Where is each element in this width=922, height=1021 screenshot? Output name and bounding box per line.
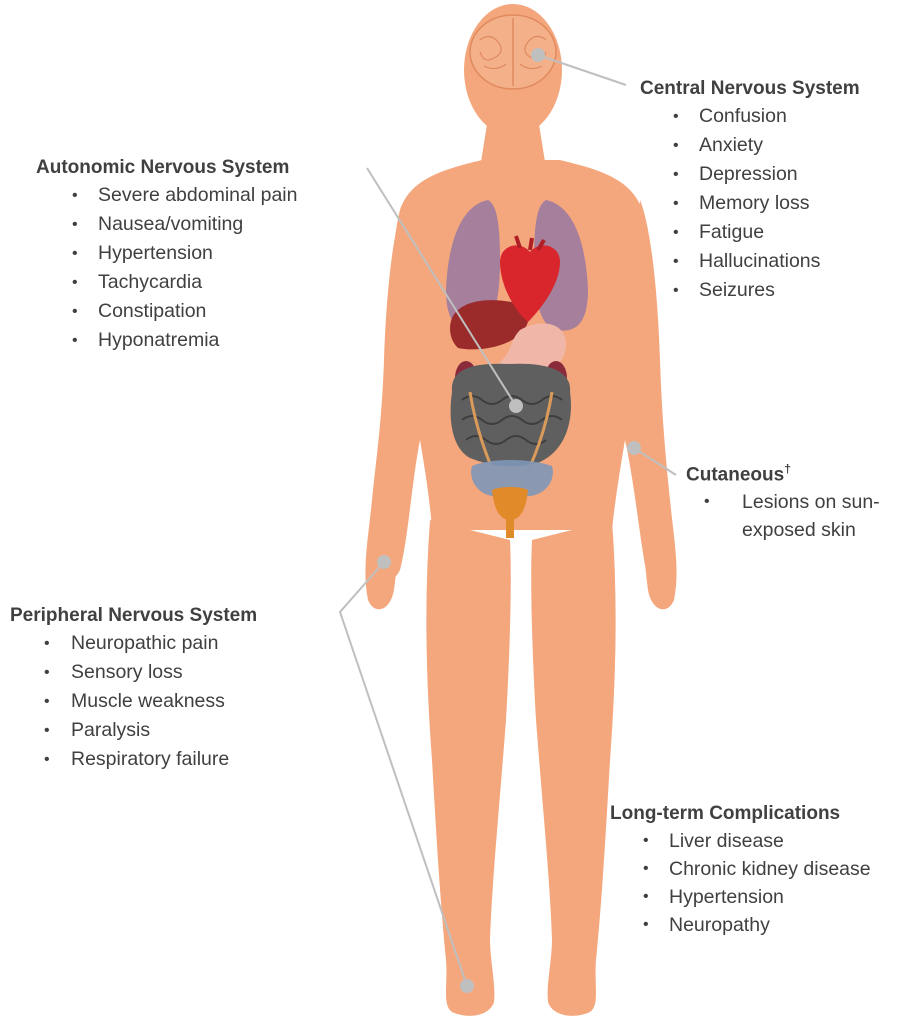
pns-group: Peripheral Nervous System Neuropathic pa… bbox=[10, 603, 257, 774]
cns-item: Fatigue bbox=[667, 218, 860, 247]
connector-dot-pns-hand bbox=[377, 555, 391, 569]
ltc-list: Liver disease Chronic kidney disease Hyp… bbox=[637, 827, 871, 939]
ans-item: Nausea/vomiting bbox=[66, 210, 297, 239]
cutaneous-title: Cutaneous bbox=[686, 464, 784, 485]
ltc-item: Hypertension bbox=[637, 883, 871, 911]
connector-dot-cutaneous bbox=[627, 441, 641, 455]
connector-dot-ans bbox=[509, 399, 523, 413]
cutaneous-title-line: Cutaneous† bbox=[686, 456, 880, 488]
pns-item: Paralysis bbox=[39, 716, 257, 745]
pns-item: Sensory loss bbox=[39, 658, 257, 687]
intestines-icon bbox=[451, 364, 571, 467]
cutaneous-item: Lesions on sun-exposed skin bbox=[692, 488, 880, 544]
ans-title: Autonomic Nervous System bbox=[36, 155, 297, 181]
pns-title: Peripheral Nervous System bbox=[10, 603, 257, 629]
cutaneous-list: Lesions on sun-exposed skin bbox=[692, 488, 880, 544]
ans-item: Tachycardia bbox=[66, 268, 297, 297]
ltc-group: Long-term Complications Liver disease Ch… bbox=[610, 801, 871, 939]
cns-item: Seizures bbox=[667, 276, 860, 305]
ans-item: Constipation bbox=[66, 297, 297, 326]
cutaneous-dagger: † bbox=[784, 462, 791, 476]
ltc-item: Neuropathy bbox=[637, 911, 871, 939]
cns-list: Confusion Anxiety Depression Memory loss… bbox=[667, 102, 860, 305]
ans-item: Severe abdominal pain bbox=[66, 181, 297, 210]
cutaneous-group: Cutaneous† Lesions on sun-exposed skin bbox=[686, 456, 880, 544]
cns-group: Central Nervous System Confusion Anxiety… bbox=[640, 76, 860, 305]
cns-item: Confusion bbox=[667, 102, 860, 131]
cns-item: Hallucinations bbox=[667, 247, 860, 276]
ans-group: Autonomic Nervous System Severe abdomina… bbox=[36, 155, 297, 355]
ans-list: Severe abdominal pain Nausea/vomiting Hy… bbox=[66, 181, 297, 355]
cns-item: Anxiety bbox=[667, 131, 860, 160]
pns-item: Respiratory failure bbox=[39, 745, 257, 774]
ans-item: Hypertension bbox=[66, 239, 297, 268]
ltc-title: Long-term Complications bbox=[610, 801, 871, 827]
cns-item: Depression bbox=[667, 160, 860, 189]
cutaneous-item-line1: Lesions on sun- bbox=[742, 491, 880, 513]
ltc-item: Liver disease bbox=[637, 827, 871, 855]
pns-item: Muscle weakness bbox=[39, 687, 257, 716]
connector-dot-cns bbox=[531, 48, 545, 62]
cutaneous-item-line2: exposed skin bbox=[742, 519, 856, 541]
cns-title: Central Nervous System bbox=[640, 76, 860, 102]
pns-item: Neuropathic pain bbox=[39, 629, 257, 658]
pns-list: Neuropathic pain Sensory loss Muscle wea… bbox=[39, 629, 257, 774]
ltc-item: Chronic kidney disease bbox=[637, 855, 871, 883]
connector-dot-pns-foot bbox=[460, 979, 474, 993]
ans-item: Hyponatremia bbox=[66, 326, 297, 355]
cns-item: Memory loss bbox=[667, 189, 860, 218]
